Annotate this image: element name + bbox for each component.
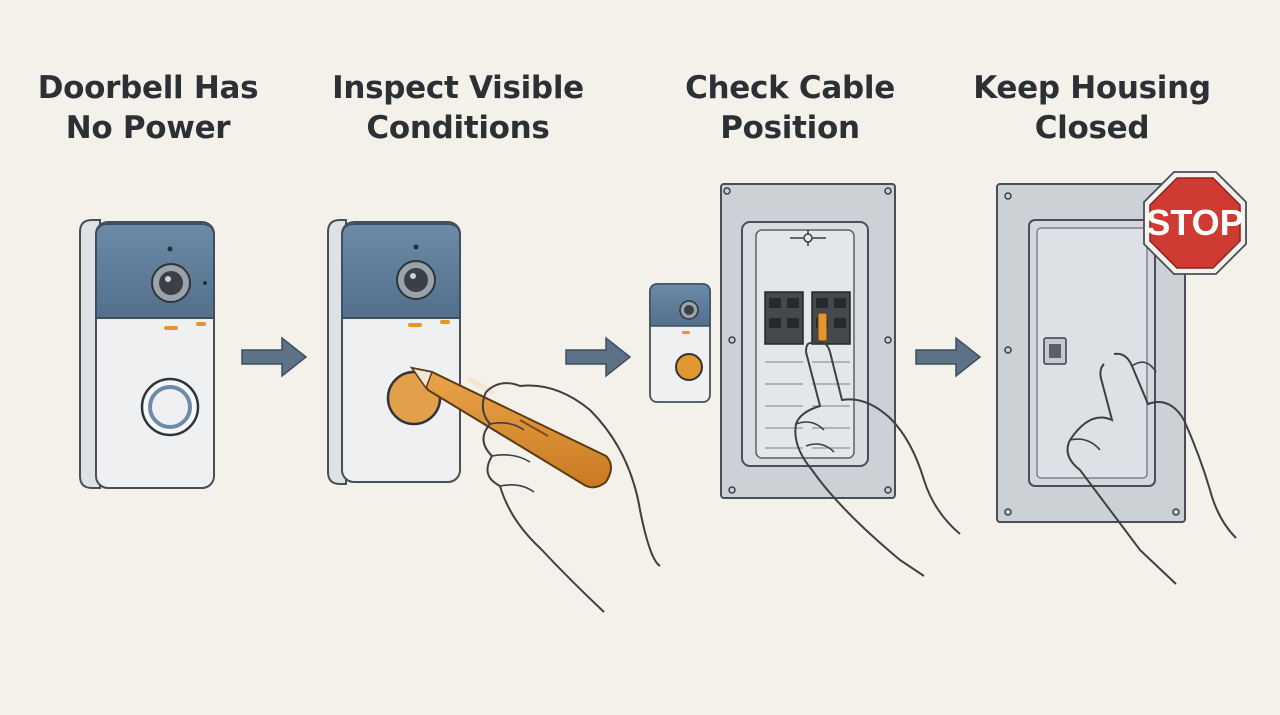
hand-holding-tester-icon: [481, 382, 661, 613]
arrow-right-icon: [241, 336, 308, 378]
step-3-title-line2: Position: [720, 110, 860, 146]
stop-sign-icon: STOP: [1143, 171, 1247, 275]
step-1-title-line2: No Power: [65, 110, 231, 146]
doorbell-device-small: [649, 283, 711, 403]
step-2-title-line1: Inspect Visible: [332, 70, 584, 106]
doorbell-device-1: [79, 219, 215, 489]
step-2-title: Inspect Visible Conditions: [328, 68, 588, 148]
step-1-title: Doorbell Has No Power: [18, 68, 278, 148]
step-3-title: Check Cable Position: [660, 68, 920, 148]
arrow-right-icon: [915, 336, 982, 378]
arrow-right-icon: [565, 336, 632, 378]
panel-closed: [996, 183, 1186, 523]
breaker-panel: [720, 183, 896, 499]
step-2-title-line2: Conditions: [366, 110, 550, 146]
step-4-title-line1: Keep Housing: [973, 70, 1211, 106]
step-4-title: Keep Housing Closed: [962, 68, 1222, 148]
doorbell-device-2: [327, 219, 461, 485]
step-1-title-line1: Doorbell Has: [37, 70, 259, 106]
hand-pointing-icon: [794, 341, 961, 577]
step-4-title-line2: Closed: [1034, 110, 1150, 146]
voltage-tester-pen-icon: [409, 366, 612, 489]
hand-pressing-icon: [1066, 352, 1237, 585]
step-3-title-line1: Check Cable: [685, 70, 895, 106]
stop-sign-text: STOP: [1146, 202, 1243, 243]
